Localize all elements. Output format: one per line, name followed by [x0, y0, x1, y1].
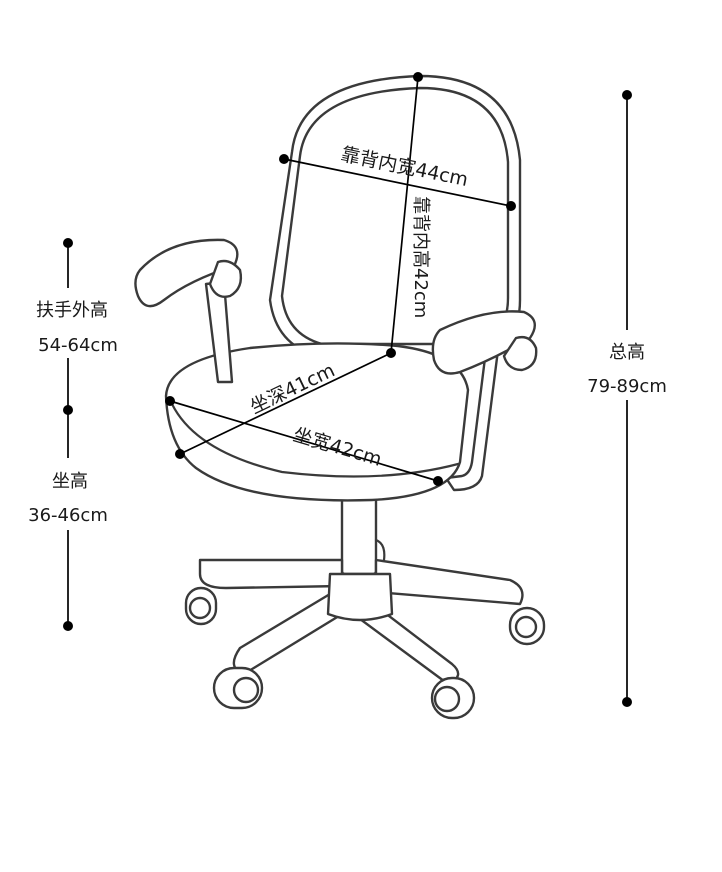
armrest-height-value: 54-64cm	[38, 335, 118, 356]
backrest-mesh	[280, 86, 510, 346]
dimension-armrest-height	[63, 238, 73, 415]
left-armrest	[134, 238, 243, 384]
dimension-seat-depth	[175, 352, 392, 459]
dimension-seat-width	[165, 396, 443, 486]
caster-front-left	[212, 666, 264, 710]
chair-base	[184, 558, 546, 720]
dimension-seat-height	[63, 410, 73, 631]
dimension-back-width	[279, 154, 516, 211]
caster-front-right	[430, 676, 476, 720]
seat-cushion	[164, 342, 470, 502]
caster-rear-left	[184, 586, 218, 626]
caster-rear-right	[508, 606, 546, 646]
total-height-title: 总高	[609, 342, 645, 363]
seat-height-value: 36-46cm	[28, 505, 108, 526]
right-armrest	[431, 310, 538, 375]
total-height-value: 79-89cm	[587, 376, 667, 397]
seat-height-title: 坐高	[52, 471, 88, 492]
dimension-back-height	[386, 72, 423, 358]
back-height-label: 靠背内高42cm	[410, 196, 431, 318]
right-arm-support	[444, 348, 500, 492]
dimension-total-height	[622, 90, 632, 707]
chair-illustration	[134, 74, 546, 720]
armrest-height-title: 扶手外高	[36, 300, 108, 321]
